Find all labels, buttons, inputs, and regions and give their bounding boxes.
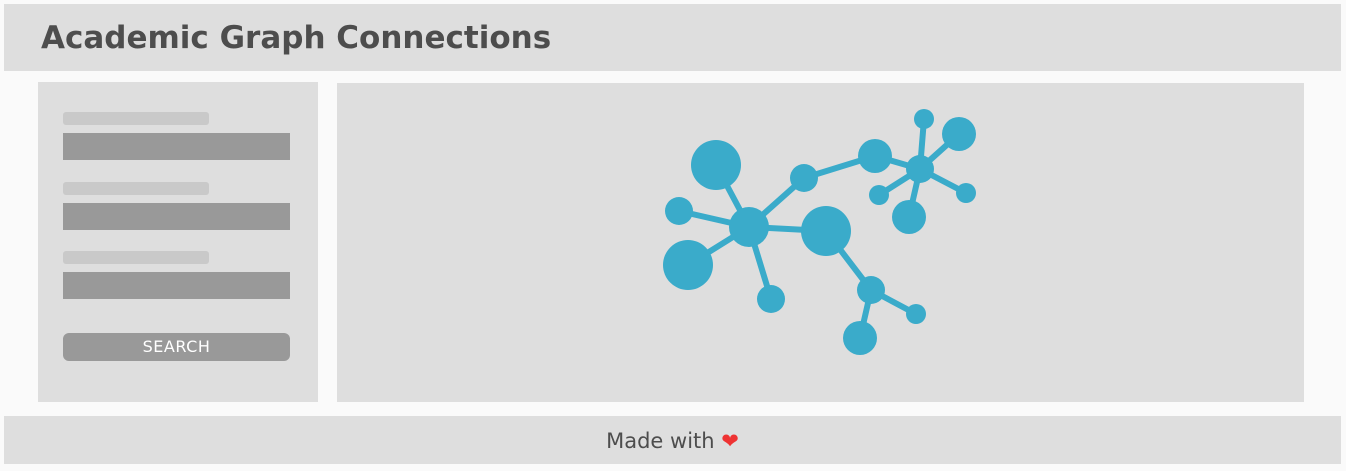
graph-node (801, 206, 851, 256)
graph-node (858, 139, 892, 173)
graph-node (906, 304, 926, 324)
graph-node (790, 164, 818, 192)
network-graph-icon (663, 109, 976, 355)
footer: Made with ❤ (4, 416, 1341, 464)
graph-node (757, 285, 785, 313)
heart-icon: ❤ (721, 429, 739, 453)
graph-node (942, 117, 976, 151)
search-sidebar: SEARCH (38, 82, 318, 402)
graph-node (892, 200, 926, 234)
graph-node (857, 276, 885, 304)
field-label-2 (63, 182, 209, 195)
graph-node (665, 197, 693, 225)
graph-node (691, 140, 741, 190)
graph-panel (337, 83, 1304, 402)
graph-node (729, 207, 769, 247)
graph-node (906, 155, 934, 183)
field-label-1 (63, 112, 209, 125)
footer-label: Made with (606, 429, 715, 453)
search-button[interactable]: SEARCH (63, 333, 290, 361)
page-title: Academic Graph Connections (41, 20, 552, 56)
graph-node (914, 109, 934, 129)
search-field-1[interactable] (63, 133, 290, 160)
graph-node (956, 183, 976, 203)
field-label-3 (63, 251, 209, 264)
search-field-2[interactable] (63, 203, 290, 230)
graph-node (843, 321, 877, 355)
header: Academic Graph Connections (4, 4, 1341, 71)
graph-node (869, 185, 889, 205)
footer-text: Made with ❤ (4, 416, 1341, 464)
graph-node (663, 240, 713, 290)
search-field-3[interactable] (63, 272, 290, 299)
